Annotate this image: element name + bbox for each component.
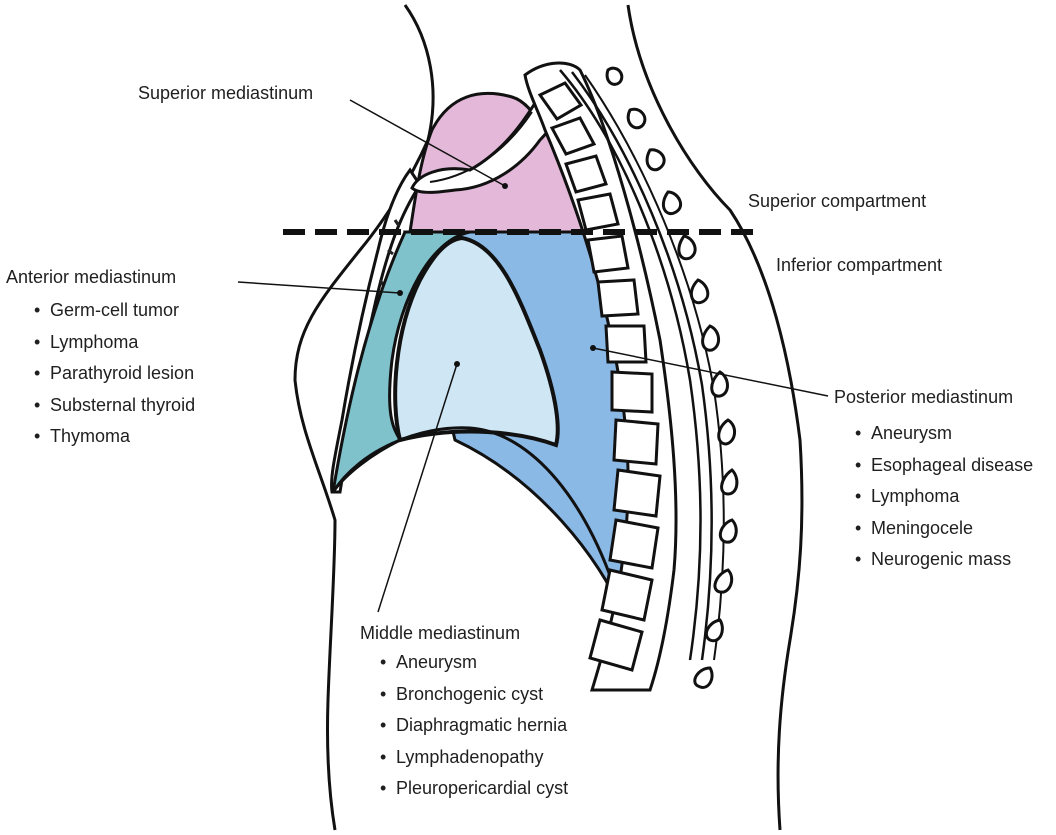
leader-anterior-dot <box>397 290 403 296</box>
inferior-compartment-label: Inferior compartment <box>776 256 942 274</box>
list-item: Thymoma <box>34 427 195 459</box>
leader-posterior-dot <box>590 345 596 351</box>
posterior-mediastinum-list: Aneurysm Esophageal disease Lymphoma Men… <box>855 424 1033 582</box>
list-item: Neurogenic mass <box>855 550 1033 582</box>
leader-superior-dot <box>502 183 508 189</box>
list-item: Bronchogenic cyst <box>380 685 568 717</box>
list-item: Germ-cell tumor <box>34 301 195 333</box>
anterior-mediastinum-list: Germ-cell tumor Lymphoma Parathyroid les… <box>34 301 195 459</box>
middle-mediastinum-list: Aneurysm Bronchogenic cyst Diaphragmatic… <box>380 653 568 811</box>
list-item: Esophageal disease <box>855 456 1033 488</box>
middle-mediastinum-title: Middle mediastinum <box>360 624 520 642</box>
list-item: Lymphoma <box>34 333 195 365</box>
list-item: Substernal thyroid <box>34 396 195 428</box>
list-item: Parathyroid lesion <box>34 364 195 396</box>
list-item: Diaphragmatic hernia <box>380 716 568 748</box>
superior-compartment-label: Superior compartment <box>748 192 926 210</box>
leader-middle-dot <box>454 361 460 367</box>
list-item: Pleuropericardial cyst <box>380 779 568 811</box>
superior-mediastinum-label: Superior mediastinum <box>138 84 313 102</box>
posterior-mediastinum-title: Posterior mediastinum <box>834 388 1013 406</box>
anterior-mediastinum-title: Anterior mediastinum <box>6 268 176 286</box>
list-item: Meningocele <box>855 519 1033 551</box>
list-item: Lymphoma <box>855 487 1033 519</box>
list-item: Aneurysm <box>380 653 568 685</box>
list-item: Lymphadenopathy <box>380 748 568 780</box>
list-item: Aneurysm <box>855 424 1033 456</box>
